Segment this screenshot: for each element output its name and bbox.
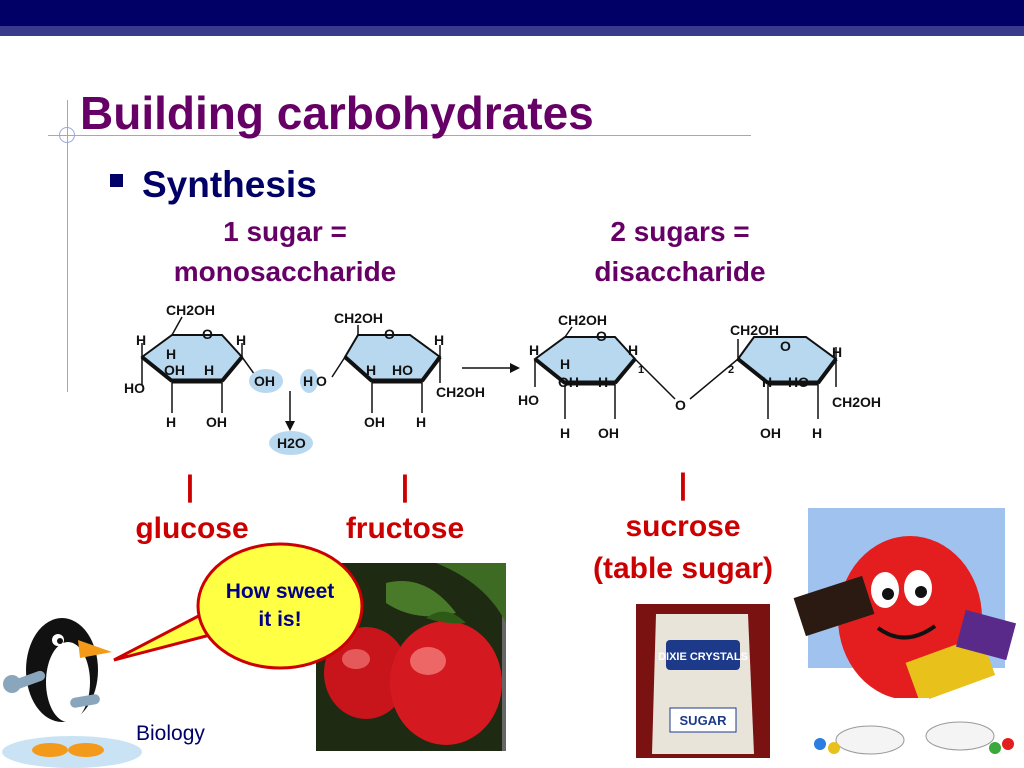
strawberries-image [316,563,506,751]
sucrose-ch2oh-right-top: CH2OH [730,322,779,338]
bullet-synthesis: Synthesis [142,164,317,205]
sucrose-label: sucrose [625,510,741,543]
sugar-bag-brand: DIXIE CRYSTALS [658,651,748,663]
glucose-h-inner: H [166,346,176,362]
sucrose-h2: H [628,342,638,358]
sucrose-h-right: H [832,344,842,360]
footer-course: Biology [136,722,205,745]
fructose-ring: CH2OH O H H O H HO CH2OH OH H [303,310,485,430]
speech-bubble-text: How sweet it is! [200,578,360,634]
fructose-h-right: H [434,332,444,348]
dehydration-synthesis-diagram: CH2OH O H H H OH H HO H OH OH H2O CH2OH … [124,302,881,455]
glycosidic-o: O [675,397,686,413]
fructose-ch2oh-right: CH2OH [436,384,485,400]
penguin-icon [2,618,142,768]
sucrose-oh-bottom-r: OH [760,425,781,441]
di-heading: 2 sugars = disaccharide [540,212,820,292]
oh-highlight [249,369,283,393]
sucrose-c2: 2 [728,364,734,376]
glucose-h-inner2: H [204,362,214,378]
fructose-ring-o: O [384,326,395,342]
glucose-h-left: H [136,332,146,348]
fructose-pointer: | [400,470,410,503]
top-banner [0,0,1024,26]
glucose-ch2oh: CH2OH [166,302,215,318]
mm-character-image [793,508,1017,755]
sucrose-oh-inner: OH [558,374,579,390]
sucrose-pointer: | [678,468,688,501]
sucrose-ch2oh-right: CH2OH [832,394,881,410]
glucose-h-right: H [236,332,246,348]
speech-bubble-line2: it is! [258,608,302,631]
mono-heading-line2: monosaccharide [173,256,397,287]
title-rule [48,135,751,136]
glucose-ho-left: HO [124,380,145,396]
fructose-o-left: O [316,373,327,389]
sugar-bag-label: SUGAR [680,713,728,728]
fructose-h-bottom: H [416,414,426,430]
glucose-h-bottom: H [166,414,176,430]
sucrose-oh-bottom: OH [598,425,619,441]
glucose-label: glucose [135,512,249,545]
di-heading-line2: disaccharide [594,256,766,287]
mono-heading: 1 sugar = monosaccharide [130,212,440,292]
sucrose-h4: H [598,374,608,390]
sucrose-h1: H [529,342,539,358]
bullet-square-icon [110,174,123,187]
sucrose-h-bottom: H [560,425,570,441]
speech-bubble-line1: How sweet [225,580,335,603]
water-highlight [269,431,313,455]
di-heading-line1: 2 sugars = [610,216,750,247]
sucrose-ho-left: HO [518,392,539,408]
side-rule [67,100,68,392]
leaving-oh: OH [254,373,275,389]
sucrose-h3: H [560,356,570,372]
sucrose-ho-inner-r: HO [788,374,809,390]
sucrose-h-inner-r: H [762,374,772,390]
glucose-ring: CH2OH O H H H OH H HO H OH [124,302,256,430]
sugar-bag-image: DIXIE CRYSTALS SUGAR [636,604,770,758]
sucrose-ring-o-left: O [596,328,607,344]
sucrose-c1: 1 [638,364,644,376]
sucrose-ch2oh-left: CH2OH [558,312,607,328]
sucrose-glucose-ring: CH2OH O H H H OH H HO H OH 1 [518,312,676,441]
sucrose-h-bottom-r: H [812,425,822,441]
fructose-ho-inner: HO [392,362,413,378]
fructose-ch2oh-top: CH2OH [334,310,383,326]
water-label: H2O [277,435,306,451]
fructose-h-inner: H [366,362,376,378]
glucose-pointer: | [185,470,195,503]
glucose-oh-bottom: OH [206,414,227,430]
fructose-h-left: H [303,373,313,389]
sucrose-ring-o-right: O [780,338,791,354]
glucose-ring-o: O [202,326,213,342]
top-banner-stripe [0,26,1024,36]
glucose-oh-inner: OH [164,362,185,378]
mono-heading-line1: 1 sugar = [223,216,347,247]
glycosidic-bond [689,358,739,400]
table-sugar-label: (table sugar) [592,552,774,585]
speech-bubble [113,542,364,670]
fructose-label: fructose [345,512,465,545]
crosshair-icon [59,127,75,143]
slide-title: Building carbohydrates [80,87,594,139]
h-highlight [300,369,318,393]
fructose-oh-bottom: OH [364,414,385,430]
sucrose-fructose-ring: 2 CH2OH O H H HO CH2OH OH H [728,322,881,441]
